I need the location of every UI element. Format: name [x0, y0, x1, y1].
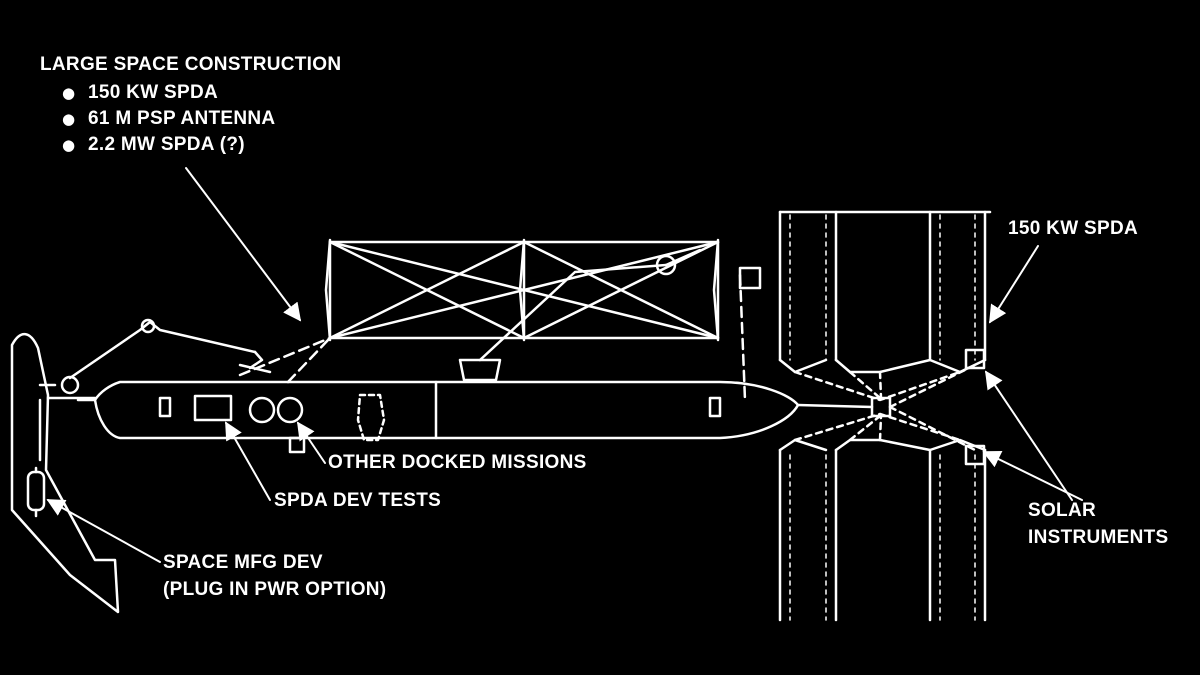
space-mfg-dev-label: SPACE MFG DEV	[163, 552, 323, 573]
plug-in-pwr-option-label: (PLUG IN PWR OPTION)	[163, 579, 387, 600]
rms-arm	[46, 318, 272, 400]
array-gimbal	[793, 363, 977, 452]
solar-array-lower	[778, 438, 987, 622]
leader-lines	[46, 167, 1083, 563]
large-space-construction-title: LARGE SPACE CONSTRUCTION	[40, 54, 342, 75]
bullet-item: 61 M PSP ANTENNA	[88, 108, 276, 129]
bullet-icon: ●	[62, 110, 76, 128]
bullet-item: 150 KW SPDA	[88, 82, 219, 103]
bullet-item: 2.2 MW SPDA (?)	[88, 134, 245, 155]
spda-dev-tests-label: SPDA DEV TESTS	[274, 490, 442, 511]
space-mfg-module	[26, 470, 46, 512]
other-docked-missions-label: OTHER DOCKED MISSIONS	[328, 452, 587, 473]
bullet-icon: ●	[62, 136, 76, 154]
array-label: 150 KW SPDA	[1008, 218, 1139, 239]
orbiter-outline	[10, 332, 120, 614]
bullet-icon: ●	[62, 84, 76, 102]
construction-truss	[238, 238, 762, 402]
power-module-body	[76, 380, 800, 454]
instruments-label: INSTRUMENTS	[1028, 527, 1169, 548]
solar-label: SOLAR	[1028, 500, 1096, 521]
solar-array-upper	[778, 210, 992, 374]
